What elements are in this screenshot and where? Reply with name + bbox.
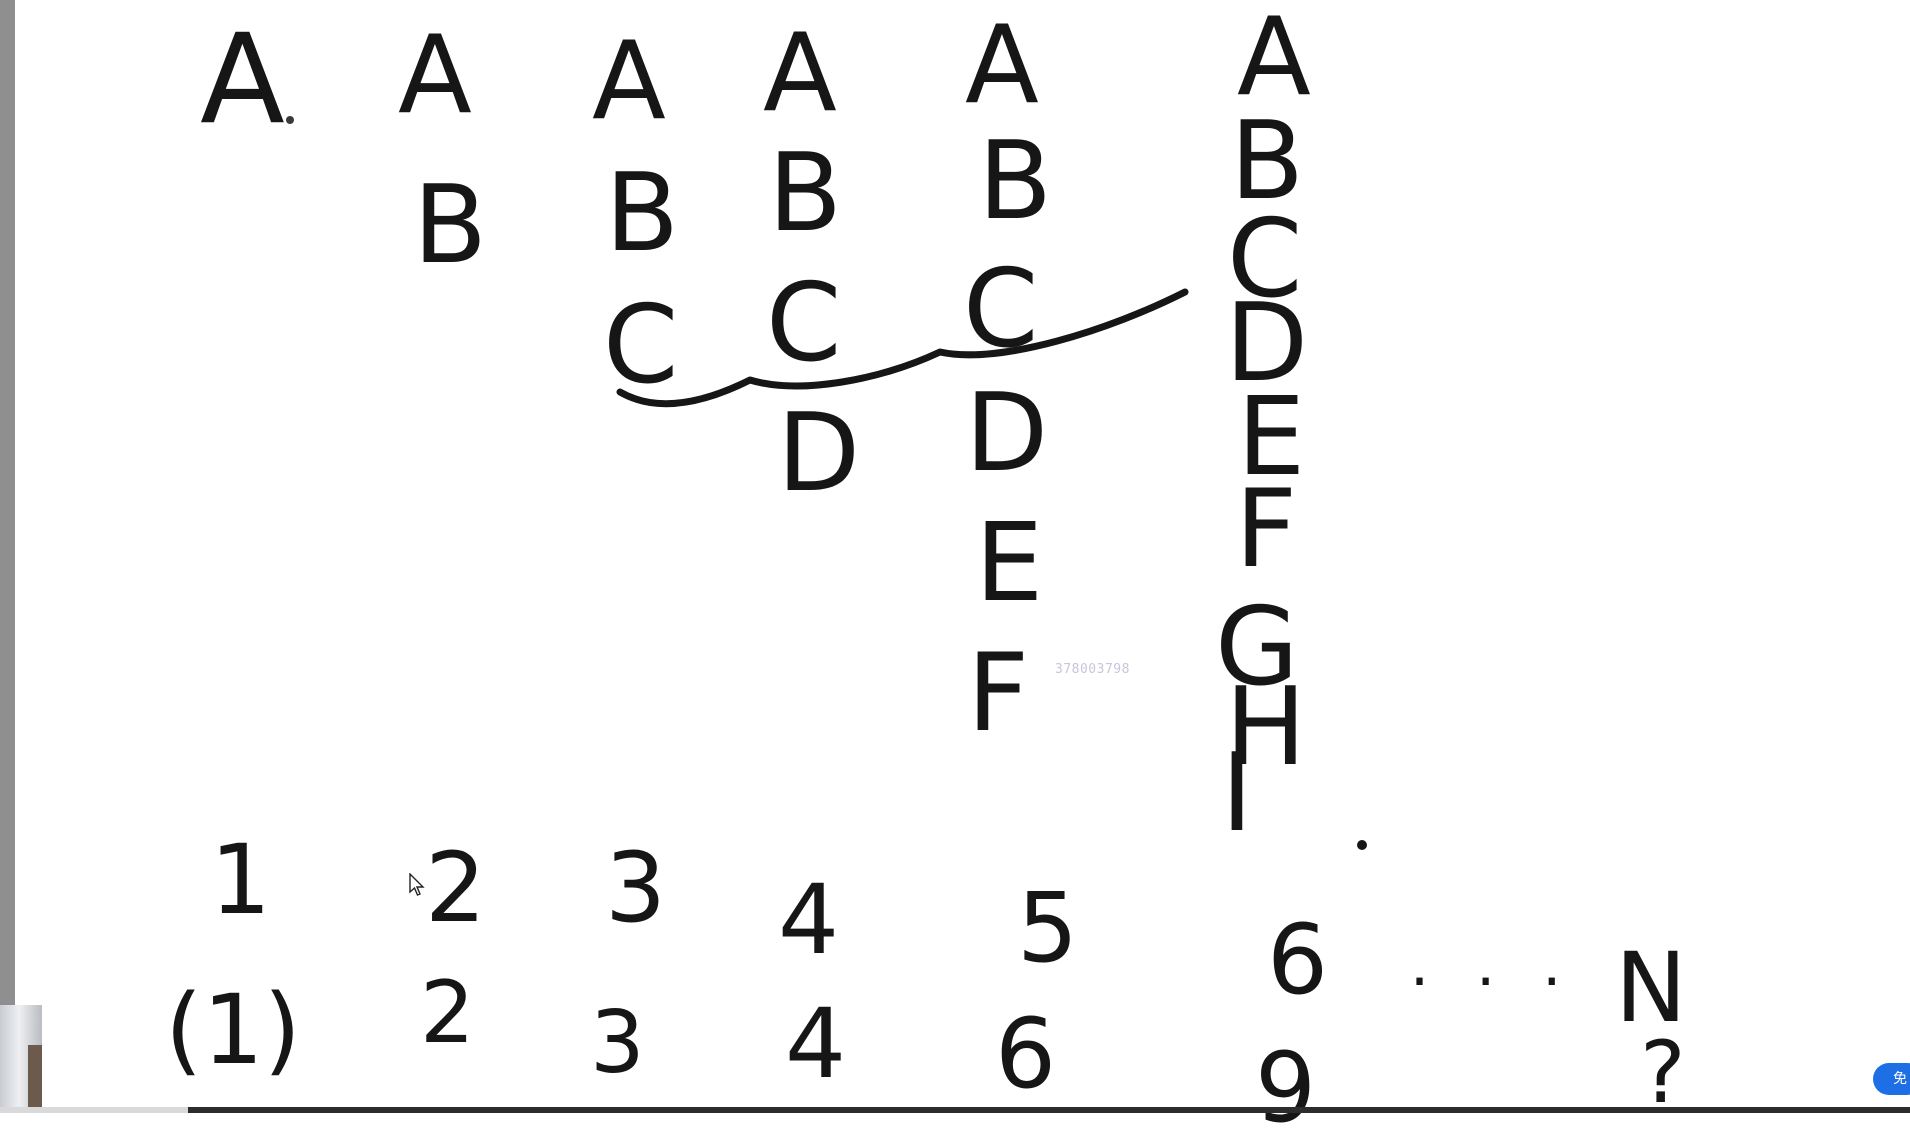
col6-letter-i: I xyxy=(1221,731,1253,856)
col3-letter-b: B xyxy=(605,151,680,276)
col6-letter-e: E xyxy=(1237,375,1306,500)
col6-letter-d: D xyxy=(1225,281,1309,406)
whiteboard-canvas: A A B A B C A B C D A B C D E F A B C D … xyxy=(15,0,1910,1136)
result-label-3: 3 xyxy=(590,993,645,1093)
col5-letter-e: E xyxy=(975,501,1044,626)
count-label-1: 1 xyxy=(210,824,272,936)
result-label-6: 6 xyxy=(995,998,1057,1110)
chat-button[interactable]: 免 xyxy=(1873,1063,1910,1095)
col2-letter-b: B xyxy=(413,163,488,288)
mouse-cursor-icon xyxy=(409,873,425,896)
col6-letter-f: F xyxy=(1235,467,1298,592)
count-label-2: 2 xyxy=(425,832,487,944)
col4-letter-a: A xyxy=(763,11,837,136)
col6-letter-c: C xyxy=(1227,197,1303,322)
col2-letter-a: A xyxy=(398,13,472,138)
ink-dot-small xyxy=(286,116,294,124)
col5-letter-b: B xyxy=(978,119,1053,244)
result-label-2: 2 xyxy=(420,963,475,1063)
result-label-4: 4 xyxy=(785,988,847,1100)
col6-letter-h: H xyxy=(1225,665,1307,790)
col4-letter-c: C xyxy=(766,261,842,386)
col4-letter-b: B xyxy=(768,131,843,256)
col6-letter-g: G xyxy=(1215,585,1299,710)
left-scrollbar[interactable] xyxy=(0,0,15,1113)
ink-strokes xyxy=(286,116,1367,850)
col5-letter-a: A xyxy=(965,3,1039,128)
col3-letter-a: A xyxy=(592,19,666,144)
count-label-5: 5 xyxy=(1017,872,1079,984)
col4-letter-d: D xyxy=(777,391,861,516)
col5-letter-f: F xyxy=(967,631,1030,756)
count-label-n: N xyxy=(1615,932,1687,1044)
watermark-id: 378003798 xyxy=(1055,662,1130,677)
taskbar xyxy=(0,1107,1910,1113)
col1-letter-a: A xyxy=(200,8,285,152)
col6-letter-a: A xyxy=(1237,0,1311,120)
result-label-1: (1) xyxy=(165,974,301,1086)
brace-stroke xyxy=(616,288,1189,408)
count-label-6: 6 xyxy=(1267,904,1329,1016)
col3-letter-c: C xyxy=(603,283,679,408)
webcam-thumbnail[interactable] xyxy=(0,1005,42,1113)
count-label-4: 4 xyxy=(778,864,840,976)
count-label-3: 3 xyxy=(605,832,667,944)
col5-letter-d: D xyxy=(965,371,1049,496)
ink-dot xyxy=(1357,840,1367,850)
ellipsis: . . . xyxy=(1410,930,1576,1000)
result-label-unknown: ? xyxy=(1640,1023,1686,1123)
col6-letter-b: B xyxy=(1230,99,1305,224)
